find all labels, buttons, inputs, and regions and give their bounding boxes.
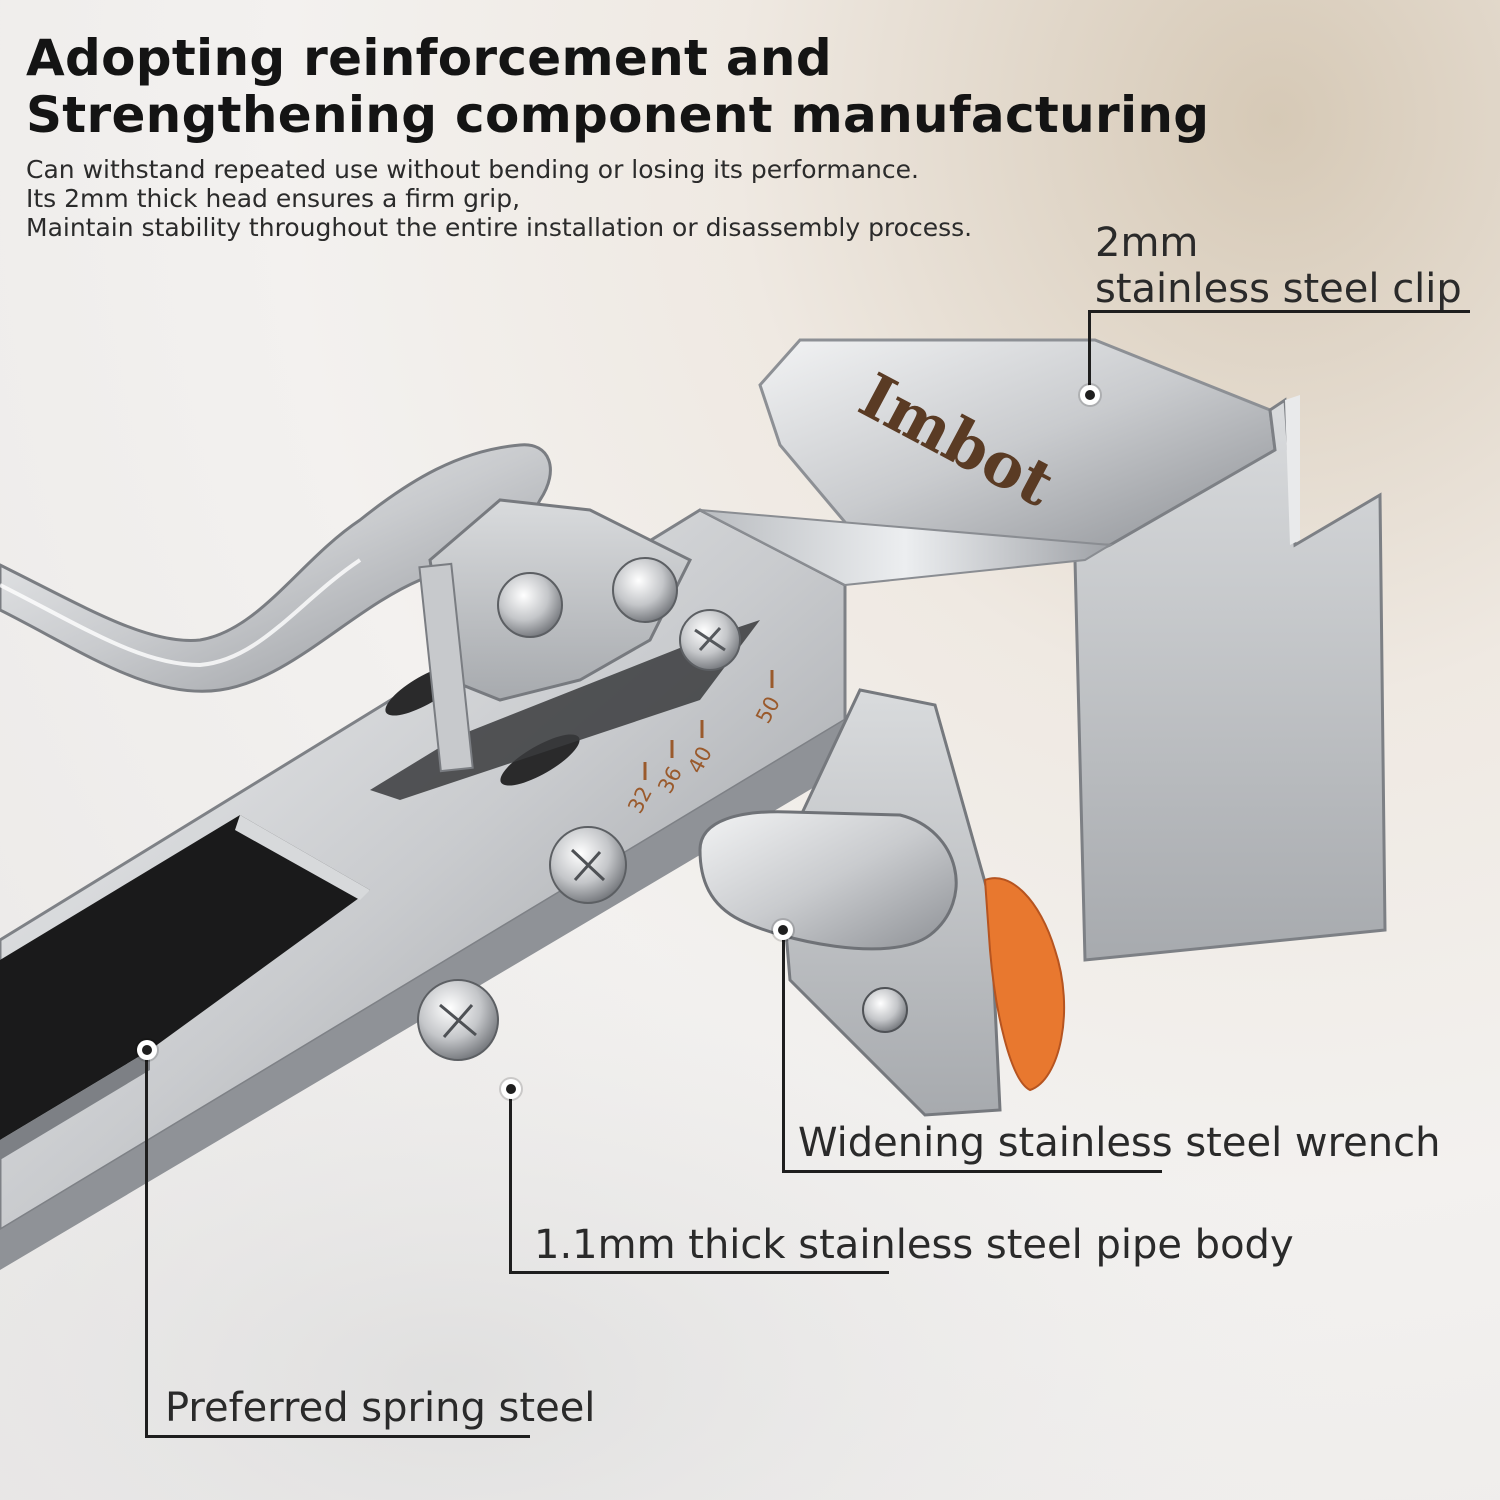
callout-wrench-marker [773, 920, 793, 940]
description: Can withstand repeated use without bendi… [26, 155, 972, 242]
heading-line-1: Adopting reinforcement and [26, 29, 832, 87]
callout-wrench-leader [782, 930, 785, 1173]
callout-clip-line-1: 2mm [1095, 220, 1199, 266]
page-heading: Adopting reinforcement and Strengthening… [26, 30, 1209, 144]
callout-spring-steel-marker [137, 1040, 157, 1060]
lever-handle [0, 443, 552, 693]
callout-pipe-body-leader [509, 1090, 512, 1274]
callout-pipe-body: 1.1mm thick stainless steel pipe body [534, 1222, 1294, 1268]
callout-clip-line-2: stainless steel clip [1095, 266, 1462, 312]
description-line-1: Can withstand repeated use without bendi… [26, 155, 919, 184]
body-screw-upper [549, 826, 627, 904]
callout-wrench: Widening stainless steel wrench [798, 1120, 1441, 1166]
body-screw-lower [417, 979, 499, 1061]
description-line-2: Its 2mm thick head ensures a firm grip, [26, 184, 521, 213]
adjustment-screw [679, 609, 741, 671]
stainless-steel-clip: Imbot [758, 338, 1387, 962]
callout-spring-steel: Preferred spring steel [165, 1385, 596, 1431]
mechanism-screw-left [497, 572, 563, 638]
description-line-3: Maintain stability throughout the entire… [26, 213, 973, 242]
callout-pipe-body-underline [509, 1271, 889, 1274]
mechanism-screw-right [612, 557, 678, 623]
callout-spring-steel-underline [145, 1435, 530, 1438]
callout-clip-leader [1088, 310, 1091, 395]
callout-clip-underline [1088, 310, 1470, 313]
stainless-steel-wrench [698, 688, 1066, 1117]
callout-wrench-underline [782, 1170, 1162, 1173]
callout-clip: 2mm stainless steel clip [1095, 220, 1462, 312]
orange-roller [983, 877, 1066, 1092]
callout-pipe-body-marker [501, 1079, 521, 1099]
callout-clip-marker [1080, 385, 1100, 405]
heading-line-2: Strengthening component manufacturing [26, 86, 1210, 144]
callout-spring-steel-leader [145, 1050, 148, 1438]
